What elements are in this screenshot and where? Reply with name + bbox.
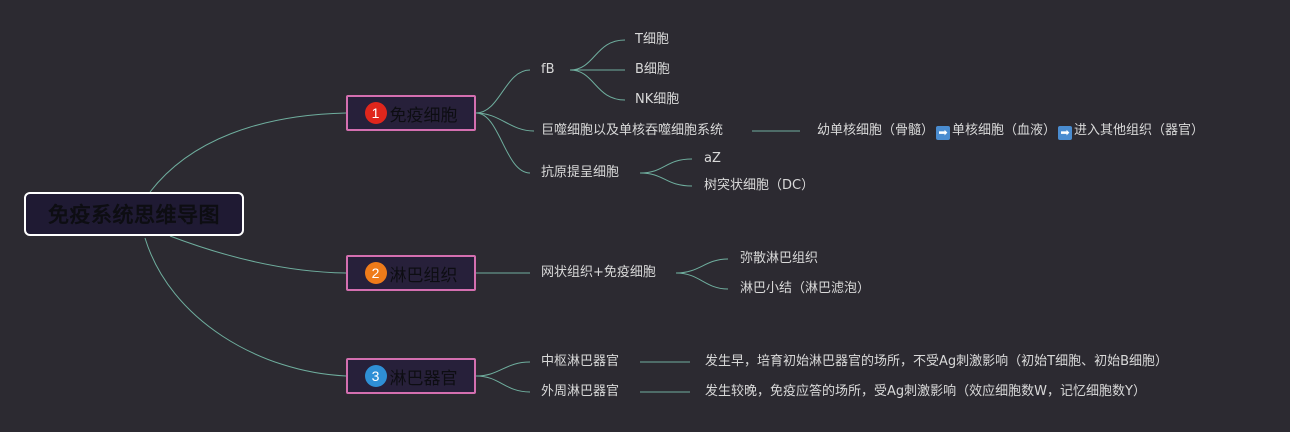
topic-central-organs[interactable]: 中枢淋巴器官	[541, 354, 620, 369]
link-b1-apc	[475, 112, 531, 174]
topic-reticular-tissue[interactable]: 网状组织+免疫细胞	[541, 265, 656, 280]
topic-b-cell[interactable]: B细胞	[635, 62, 670, 77]
root-node[interactable]: 免疫系统思维导图	[24, 192, 244, 236]
branch-node-lymphoid-tissue[interactable]: 2 淋巴组织	[346, 255, 476, 291]
topic-lymphoid-nodule[interactable]: 淋巴小结（淋巴滤泡）	[740, 281, 871, 296]
topic-apc[interactable]: 抗原提呈细胞	[541, 165, 620, 180]
branch-node-immune-cells[interactable]: 1 免疫细胞	[346, 95, 476, 131]
arrow-right-icon: ➡	[1058, 126, 1073, 140]
number-badge: 2	[364, 262, 387, 284]
topic-dendritic-cell[interactable]: 树突状细胞（DC）	[704, 178, 815, 193]
link-b1-macro	[475, 112, 535, 132]
topic-monocyte-path[interactable]: 幼单核细胞（骨髓）➡单核细胞（血液）➡进入其他组织（器官）	[817, 123, 1205, 140]
link-root-branch1	[149, 112, 347, 193]
topic-peripheral-organs-detail[interactable]: 发生较晚，免疫应答的场所，受Ag刺激影响（效应细胞数W，记忆细胞数Y）	[705, 384, 1146, 399]
arrow-right-icon: ➡	[936, 126, 951, 140]
topic-macrophage-system[interactable]: 巨噬细胞以及单核吞噬细胞系统	[541, 123, 724, 138]
topic-fB[interactable]: fB	[541, 62, 555, 77]
topic-central-organs-detail[interactable]: 发生早，培育初始淋巴器官的场所，不受Ag刺激影响（初始T细胞、初始B细胞）	[705, 354, 1169, 369]
topic-peripheral-organs[interactable]: 外周淋巴器官	[541, 384, 620, 399]
branch-label: 免疫细胞	[389, 105, 458, 126]
branch-label: 淋巴组织	[389, 265, 458, 286]
number-badge: 1	[364, 102, 387, 124]
branch-label: 淋巴器官	[389, 368, 458, 389]
topic-diffuse-lymphoid[interactable]: 弥散淋巴组织	[740, 251, 819, 266]
number-badge: 3	[364, 365, 387, 387]
link-root-branch3	[144, 237, 347, 377]
root-title: 免疫系统思维导图	[48, 203, 220, 227]
branch-node-lymphoid-organs[interactable]: 3 淋巴器官	[346, 358, 476, 394]
link-b1-fB	[475, 69, 531, 114]
topic-t-cell[interactable]: T细胞	[635, 32, 669, 47]
topic-aZ[interactable]: aZ	[704, 151, 721, 166]
topic-nk-cell[interactable]: NK细胞	[635, 92, 680, 107]
link-root-branch2	[169, 235, 347, 274]
